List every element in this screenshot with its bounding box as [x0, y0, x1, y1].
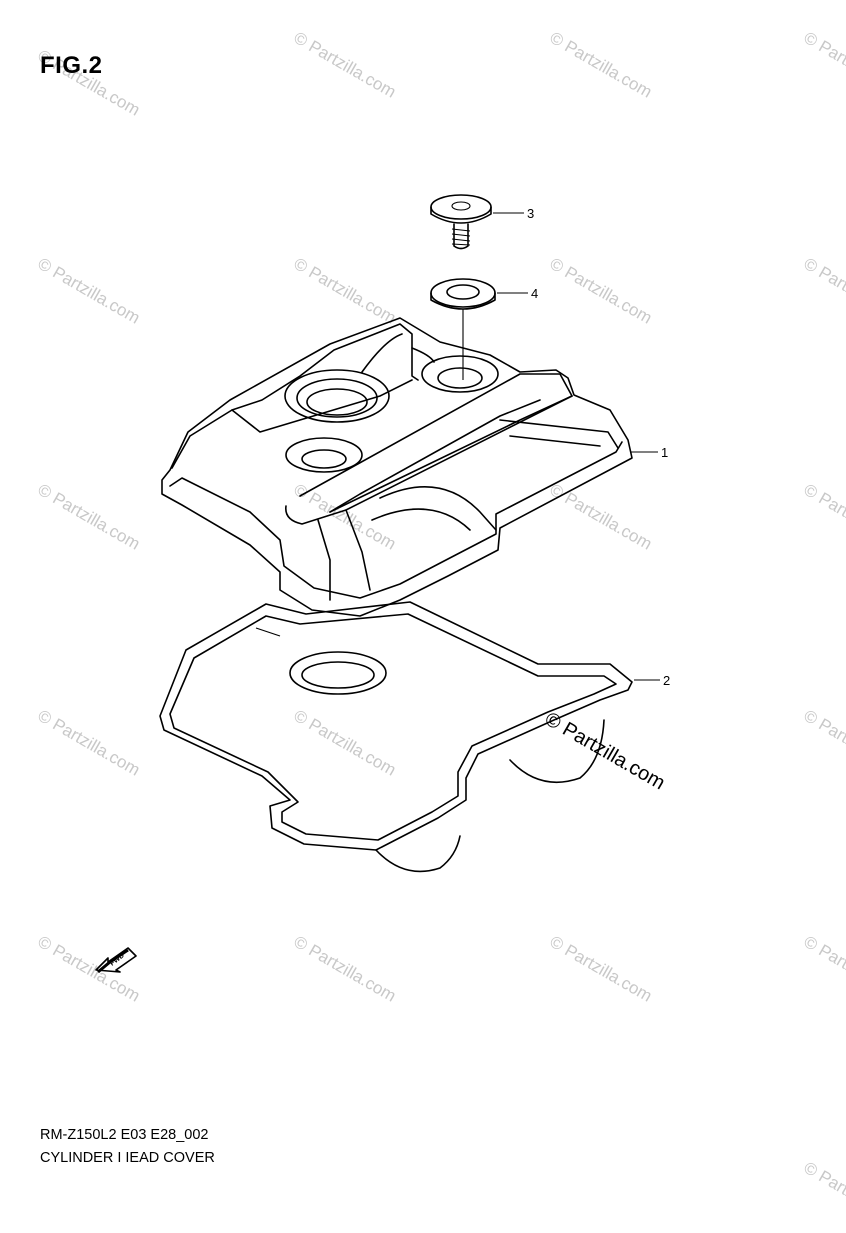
- figure-title: FIG.2: [40, 52, 103, 79]
- callout-4: 4: [497, 286, 538, 301]
- callout-1: 1: [630, 445, 668, 460]
- callout-4-label: 4: [531, 286, 538, 301]
- callout-2-label: 2: [663, 673, 670, 688]
- washer-part[interactable]: [430, 278, 496, 310]
- bolt-part[interactable]: [430, 194, 492, 250]
- gasket-part[interactable]: [159, 601, 633, 873]
- diagram-name: CYLINDER I IEAD COVER: [40, 1150, 215, 1166]
- callout-3: 3: [493, 206, 534, 221]
- diagram-code: RM-Z150L2 E03 E28_002: [40, 1127, 209, 1143]
- front-arrow-icon: FWD: [95, 947, 137, 974]
- exploded-view-diagram: 3 4: [95, 194, 670, 974]
- parts-diagram-page: © Partzilla.com © Partzilla.com © Partzi…: [35, 28, 846, 1232]
- cylinder-head-cover-part[interactable]: [161, 317, 633, 617]
- callout-1-label: 1: [661, 445, 668, 460]
- callout-3-label: 3: [527, 206, 534, 221]
- callout-2: 2: [634, 673, 670, 688]
